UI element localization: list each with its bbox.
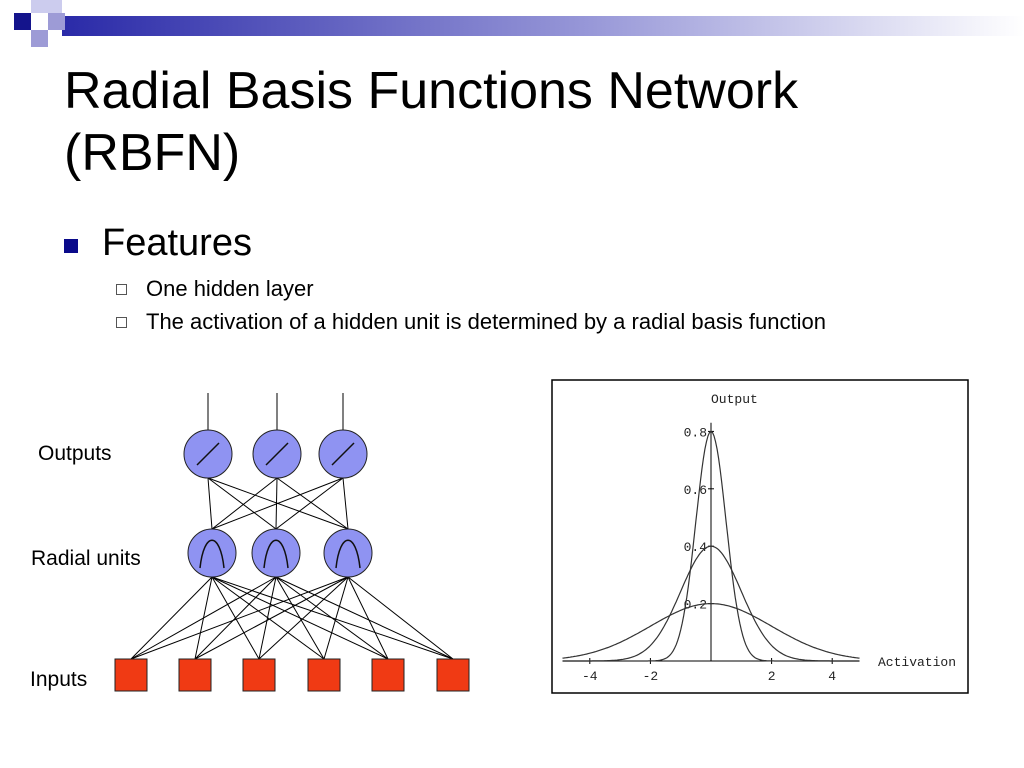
header-band — [62, 16, 1024, 36]
bell-curve-icon — [335, 539, 361, 569]
input-radial-connection — [211, 576, 454, 660]
deco-square — [31, 0, 48, 13]
radial-output-connection — [275, 477, 278, 530]
y-tick-label: 0.6 — [684, 483, 707, 498]
input-radial-connection — [130, 576, 349, 660]
outputs-label: Outputs — [38, 442, 112, 465]
input-radial-connection — [211, 576, 260, 660]
input-radial-connection — [347, 576, 454, 660]
radial-output-connection — [342, 477, 349, 530]
square-bullet-icon — [64, 239, 78, 253]
slide-title: Radial Basis Functions Network (RBFN) — [64, 62, 799, 182]
input-unit — [242, 658, 276, 692]
subbullet-text: One hidden layer — [146, 276, 314, 301]
chart-title: Output — [711, 392, 758, 407]
rbf-network-diagram — [114, 393, 470, 692]
bell-curve-icon — [199, 539, 225, 569]
radial-output-connection — [211, 477, 278, 530]
input-radial-connection — [347, 576, 389, 660]
input-radial-connection — [323, 576, 349, 660]
inputs-label: Inputs — [30, 668, 88, 691]
input-unit — [114, 658, 148, 692]
radial-output-connection — [276, 477, 349, 530]
x-tick-label: 2 — [768, 669, 776, 684]
linear-activation-icon — [331, 442, 355, 466]
deco-square — [48, 0, 62, 13]
radial-output-connection — [207, 477, 213, 530]
hollow-square-bullet-icon — [116, 317, 127, 328]
input-radial-connection — [130, 576, 213, 660]
hollow-square-bullet-icon — [116, 284, 127, 295]
radial-unit — [251, 528, 301, 578]
radial-unit — [187, 528, 237, 578]
input-radial-connection — [194, 576, 349, 660]
linear-activation-icon — [196, 442, 220, 466]
radial-output-connection — [207, 477, 349, 530]
gaussian-curve — [562, 545, 860, 662]
x-tick-label: -2 — [643, 669, 659, 684]
input-unit — [371, 658, 405, 692]
subbullet-text: The activation of a hidden unit is deter… — [146, 309, 826, 334]
deco-square — [14, 13, 31, 30]
y-tick-label: 0.4 — [684, 540, 708, 555]
radial-output-connection — [275, 477, 344, 530]
bell-curve-icon — [263, 539, 289, 569]
bullet-text: Features — [102, 222, 252, 264]
template-decoration — [14, 0, 1024, 47]
chart-frame — [551, 379, 969, 694]
radial-units-label: Radial units — [31, 547, 141, 570]
deco-square — [48, 13, 65, 30]
input-radial-connection — [211, 576, 325, 660]
x-tick-label: 4 — [828, 669, 836, 684]
gaussian-curve — [562, 603, 860, 659]
radial-output-connection — [207, 477, 277, 530]
x-axis-label: Activation — [878, 655, 956, 670]
input-unit — [307, 658, 341, 692]
input-radial-connection — [211, 576, 389, 660]
y-tick-label: 0.8 — [684, 425, 707, 440]
deco-square — [31, 30, 48, 47]
input-radial-connection — [258, 576, 349, 660]
input-radial-connection — [275, 576, 454, 660]
linear-activation-icon — [265, 442, 289, 466]
radial-unit — [323, 528, 373, 578]
x-tick-label: -4 — [582, 669, 598, 684]
input-unit — [436, 658, 470, 692]
input-unit — [178, 658, 212, 692]
input-radial-connection — [194, 576, 213, 660]
